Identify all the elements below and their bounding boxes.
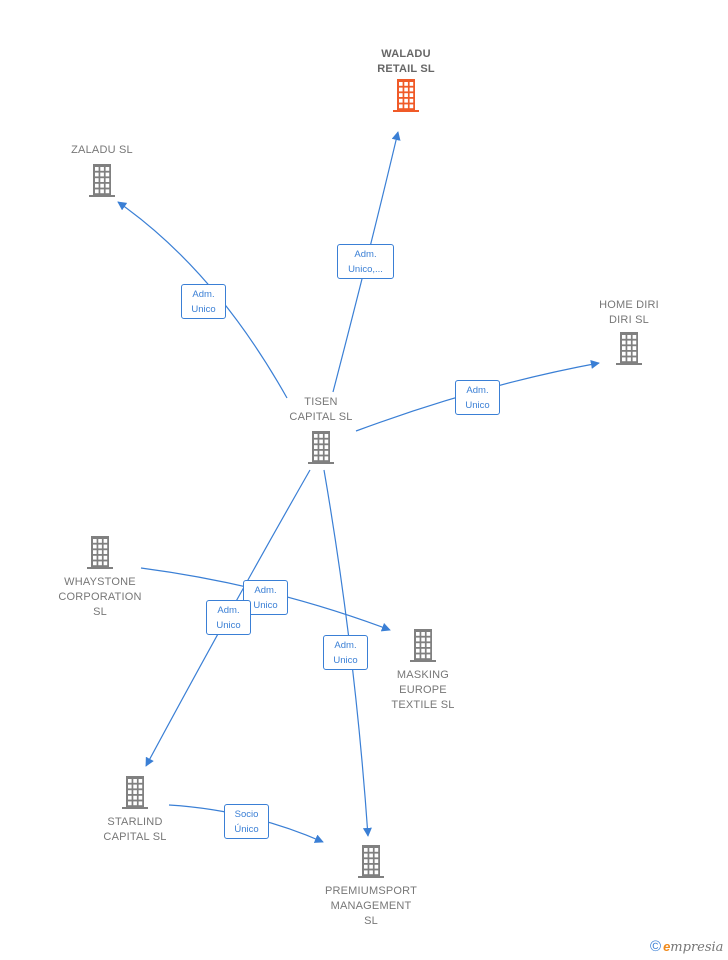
node-name: WALADU RETAIL SL <box>377 48 435 75</box>
edge-label-tisen-waladu[interactable]: Adm. Unico,... <box>337 244 394 279</box>
node-name: MASKING EUROPE TEXTILE SL <box>391 669 455 711</box>
node-name: ZALADU SL <box>71 144 133 156</box>
node-masking-europe-textile[interactable]: MASKING EUROPE TEXTILE SL <box>373 627 473 713</box>
building-icon <box>410 629 436 662</box>
building-icon <box>358 845 384 878</box>
building-icon <box>393 79 419 112</box>
edge-label-starlind-premiumsport[interactable]: Socio Único <box>224 804 269 839</box>
node-name: HOME DIRI DIRI SL <box>599 299 659 326</box>
node-name: TISEN CAPITAL SL <box>289 396 353 423</box>
edge-label-tisen-zaladu[interactable]: Adm. Unico <box>181 284 226 319</box>
edge-label-tisen-homediri[interactable]: Adm. Unico <box>455 380 500 415</box>
building-icon <box>87 536 113 569</box>
node-zaladu[interactable]: ZALADU SL <box>52 143 152 203</box>
node-home-diri-diri[interactable]: HOME DIRI DIRI SL <box>579 298 679 371</box>
building-icon <box>308 431 334 464</box>
node-name: WHAYSTONE CORPORATION SL <box>58 576 142 618</box>
building-icon <box>616 332 642 365</box>
copyright-icon: © <box>650 938 662 955</box>
brand-e: e <box>663 939 671 954</box>
node-waladu-retail[interactable]: WALADU RETAIL SL <box>356 47 456 118</box>
node-tisen-capital[interactable]: TISEN CAPITAL SL <box>271 395 371 470</box>
node-premiumsport-management[interactable]: PREMIUMSPORT MANAGEMENT SL <box>311 843 431 929</box>
edge-label-tisen-starlind[interactable]: Adm. Unico <box>206 600 251 635</box>
building-icon <box>122 776 148 809</box>
node-name: PREMIUMSPORT MANAGEMENT SL <box>324 885 418 927</box>
edge-label-tisen-premiumsport[interactable]: Adm. Unico <box>323 635 368 670</box>
node-name: STARLIND CAPITAL SL <box>103 816 167 843</box>
empresia-logo[interactable]: ©empresia <box>650 938 723 955</box>
node-starlind-capital[interactable]: STARLIND CAPITAL SL <box>85 774 185 845</box>
node-whaystone-corporation[interactable]: WHAYSTONE CORPORATION SL <box>44 534 156 620</box>
brand-name: mpresia <box>670 940 724 955</box>
building-icon <box>89 164 115 197</box>
